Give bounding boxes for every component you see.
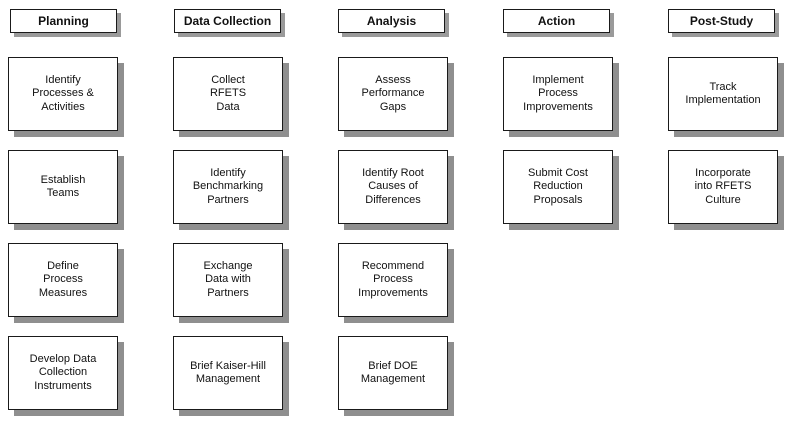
step-label: Exchange Data with Partners xyxy=(203,259,253,299)
step-label: Identify Benchmarking Partners xyxy=(192,166,264,206)
step-label: Identify Root Causes of Differences xyxy=(362,166,424,206)
step-box: Track Implementation xyxy=(668,57,778,131)
step-box: Brief Kaiser-Hill Management xyxy=(173,336,283,410)
header-label: Post-Study xyxy=(689,14,754,28)
step-label: Implement Process Improvements xyxy=(523,73,593,113)
step-box: Develop Data Collection Instruments xyxy=(8,336,118,410)
header-label: Data Collection xyxy=(183,14,272,28)
column-header-post-study: Post-Study xyxy=(668,9,775,33)
step-label: Define Process Measures xyxy=(38,259,88,299)
step-label: Identify Processes & Activities xyxy=(32,73,94,113)
step-box: Identify Root Causes of Differences xyxy=(338,150,448,224)
step-box: Implement Process Improvements xyxy=(503,57,613,131)
step-label: Submit Cost Reduction Proposals xyxy=(528,166,588,206)
column-header-action: Action xyxy=(503,9,610,33)
column-header-data-collection: Data Collection xyxy=(174,9,281,33)
step-label: Track Implementation xyxy=(685,80,761,106)
step-box: Establish Teams xyxy=(8,150,118,224)
step-label: Brief Kaiser-Hill Management xyxy=(190,359,266,385)
header-label: Action xyxy=(537,14,576,28)
step-box: Collect RFETS Data xyxy=(173,57,283,131)
step-box: Exchange Data with Partners xyxy=(173,243,283,317)
step-box: Brief DOE Management xyxy=(338,336,448,410)
column-header-planning: Planning xyxy=(10,9,117,33)
header-label: Planning xyxy=(38,14,89,28)
step-box: Define Process Measures xyxy=(8,243,118,317)
step-label: Establish Teams xyxy=(40,173,86,199)
step-box: Identify Processes & Activities xyxy=(8,57,118,131)
step-box: Recommend Process Improvements xyxy=(338,243,448,317)
step-box: Submit Cost Reduction Proposals xyxy=(503,150,613,224)
step-label: Collect RFETS Data xyxy=(209,73,247,113)
column-header-analysis: Analysis xyxy=(338,9,445,33)
step-label: Assess Performance Gaps xyxy=(361,73,425,113)
step-label: Develop Data Collection Instruments xyxy=(29,352,97,392)
header-label: Analysis xyxy=(366,14,417,28)
step-label: Incorporate into RFETS Culture xyxy=(694,166,752,206)
step-box: Assess Performance Gaps xyxy=(338,57,448,131)
step-label: Recommend Process Improvements xyxy=(358,259,428,299)
step-box: Incorporate into RFETS Culture xyxy=(668,150,778,224)
step-label: Brief DOE Management xyxy=(360,359,426,385)
step-box: Identify Benchmarking Partners xyxy=(173,150,283,224)
